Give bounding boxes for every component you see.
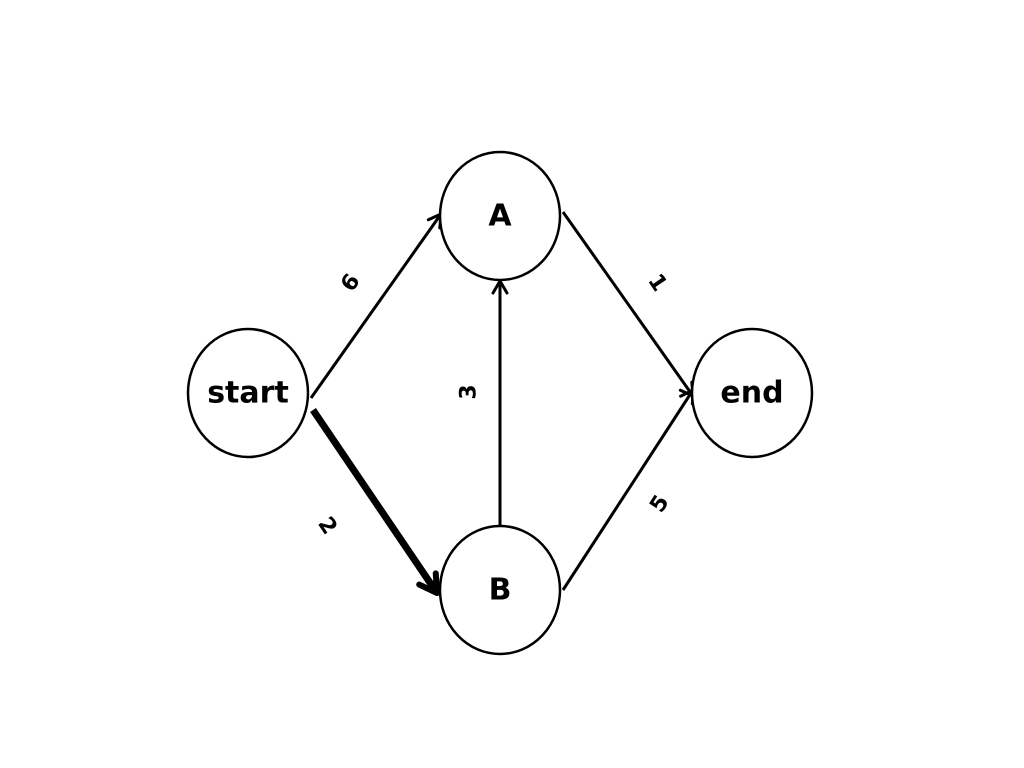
edge-start-b <box>310 408 440 596</box>
edges <box>309 211 695 596</box>
edge-b-end <box>561 388 695 591</box>
node-b-label: B <box>489 573 512 608</box>
node-b-circle <box>438 524 562 656</box>
edge-start-a <box>309 212 443 399</box>
edge-weight-b-a: 3 <box>457 384 482 399</box>
edge-weight-b-end: 5 <box>645 491 674 517</box>
node-a-label: A <box>488 199 512 234</box>
node-a: A <box>438 150 562 282</box>
edge-weight-a-end: 1 <box>642 270 671 297</box>
edge-a-end <box>561 211 695 398</box>
node-start-circle <box>186 327 310 459</box>
node-a-circle <box>438 150 562 282</box>
node-end-label: end <box>720 376 783 411</box>
node-end-circle <box>690 327 814 459</box>
node-start-label: start <box>207 376 289 411</box>
node-b: B <box>438 524 562 656</box>
edge-weight-start-b: 2 <box>312 513 341 540</box>
edge-weights: 6 2 3 1 5 <box>312 270 674 540</box>
edge-weight-start-a: 6 <box>336 270 365 297</box>
node-end: end <box>690 327 814 459</box>
node-start: start <box>186 327 310 459</box>
